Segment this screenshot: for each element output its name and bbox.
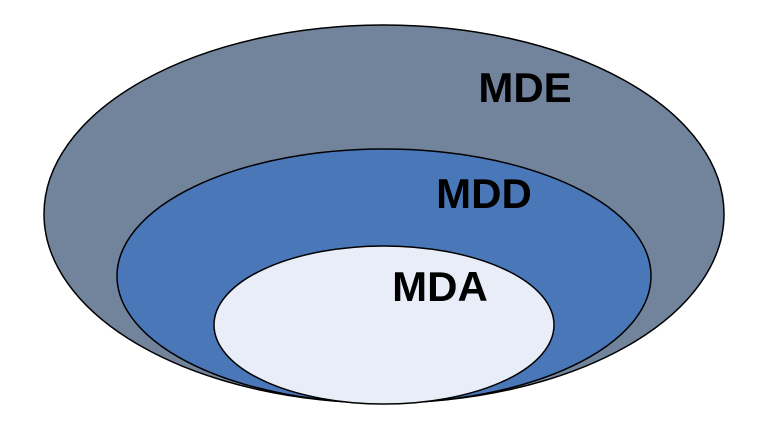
label-mde: MDE bbox=[478, 64, 571, 111]
label-mdd: MDD bbox=[436, 170, 532, 217]
inner-ellipse-mda bbox=[213, 245, 555, 405]
label-mda: MDA bbox=[392, 263, 488, 310]
